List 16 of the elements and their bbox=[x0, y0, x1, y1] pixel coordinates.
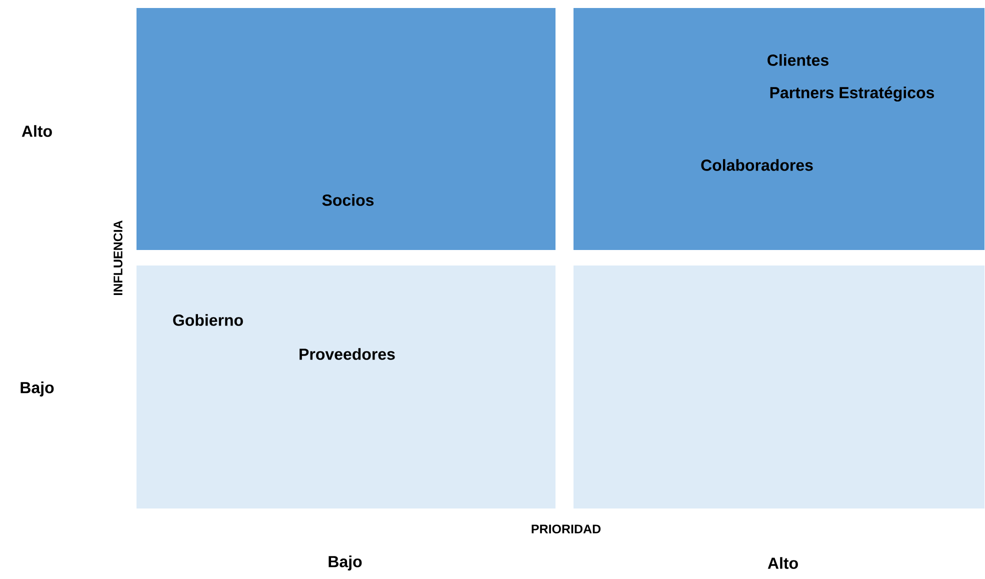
stakeholder-label: Gobierno bbox=[173, 314, 243, 326]
axis-level-label: Bajo bbox=[20, 382, 54, 396]
quadrant-box bbox=[574, 8, 984, 250]
quadrant-box bbox=[574, 266, 984, 508]
stakeholder-label: Socios bbox=[322, 194, 374, 206]
stakeholder-label: Partners Estratégicos bbox=[770, 86, 934, 102]
quadrant-box bbox=[136, 266, 556, 508]
axis-level-label: Alto bbox=[768, 557, 798, 569]
stakeholder-label: Clientes bbox=[768, 54, 828, 66]
stakeholder-label: Colaboradores bbox=[701, 159, 813, 171]
axis-level-label: Bajo bbox=[328, 556, 362, 570]
stakeholder-label: Proveedores bbox=[300, 348, 395, 360]
quadrant-box bbox=[136, 8, 556, 250]
axis-title: PRIORIDAD bbox=[532, 524, 601, 534]
axis-level-label: Alto bbox=[22, 125, 52, 137]
axis-title: INFLUENCIA bbox=[114, 220, 122, 295]
